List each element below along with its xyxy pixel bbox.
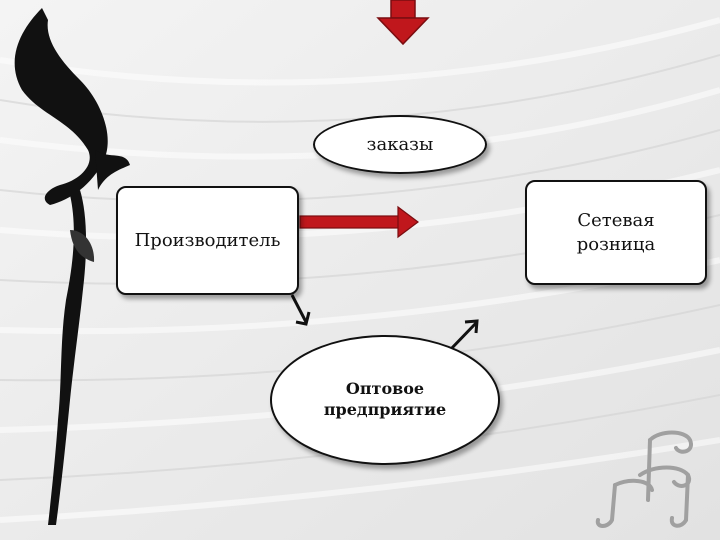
- retail-chain-box: Сетевая розница: [525, 180, 707, 285]
- wholesale-to-retail-arrow: [448, 319, 479, 352]
- orders-ellipse: заказы: [313, 115, 487, 174]
- calligraphy-decoration-icon: [14, 8, 130, 525]
- wholesale-ellipse: Оптовое предприятие: [270, 335, 500, 465]
- music-notes-decoration-icon: [595, 430, 693, 528]
- producer-box: Производитель: [116, 186, 299, 295]
- producer-label: Производитель: [134, 229, 281, 251]
- wholesale-label: Оптовое предприятие: [323, 379, 447, 419]
- producer-to-wholesale-arrow: [290, 294, 311, 326]
- top-down-arrow: [376, 0, 430, 46]
- retail-label: Сетевая розница: [576, 210, 656, 255]
- orders-label: заказы: [366, 133, 434, 155]
- producer-to-retail-arrow: [299, 205, 419, 239]
